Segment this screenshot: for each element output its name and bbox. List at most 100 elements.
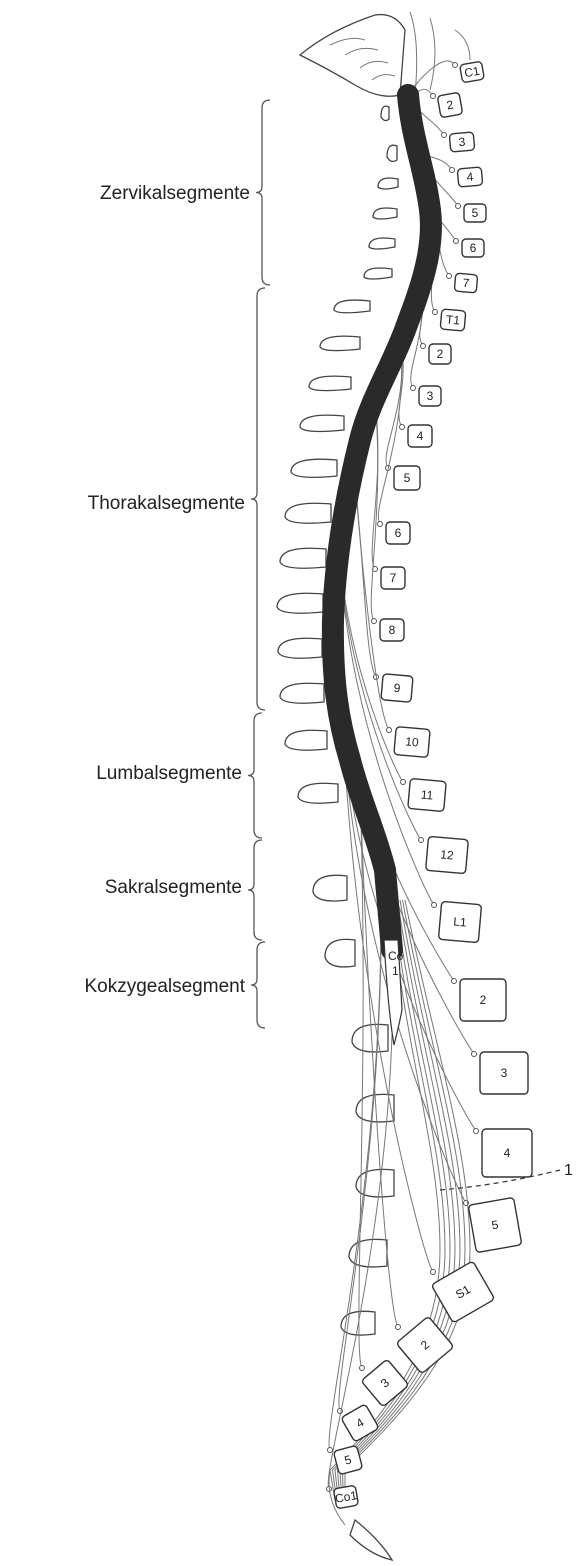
spinous-process <box>373 208 397 219</box>
spinous-process <box>280 683 324 703</box>
vertebra: 11 <box>408 778 446 811</box>
vertebra: C1 <box>460 61 485 83</box>
ganglion <box>372 619 377 624</box>
segment-tip-label-1: 1 <box>392 964 399 978</box>
spinous-process <box>356 1169 394 1197</box>
coccyx-tip <box>350 1520 392 1560</box>
spinous-process <box>277 593 323 613</box>
spinous-process <box>364 268 392 279</box>
ganglion <box>454 239 459 244</box>
vertebra: T1 <box>440 309 466 331</box>
vertebra: 3 <box>480 1052 528 1094</box>
vertebra-label: 12 <box>440 847 455 862</box>
region-label: Sakralsegmente <box>105 877 242 898</box>
vertebra-label: 6 <box>395 526 402 540</box>
vertebra: 5 <box>464 204 486 222</box>
vertebra-label: 2 <box>437 347 444 361</box>
vertebra: 10 <box>394 727 430 758</box>
vertebra-label: C1 <box>463 64 481 81</box>
region-bracket <box>256 100 270 285</box>
vertebra-label: 2 <box>480 993 487 1007</box>
vertebra: L1 <box>438 901 481 942</box>
region-brackets: ZervikalsegmenteThorakalsegmenteLumbalse… <box>84 100 270 1028</box>
segment-tip-label-co: Co <box>388 949 404 963</box>
ganglion <box>419 838 424 843</box>
vertebra-label: 5 <box>472 206 479 220</box>
vertebra: 2 <box>437 92 462 117</box>
region-bracket <box>248 713 262 838</box>
spinous-process <box>325 939 355 967</box>
vertebra-label: 11 <box>420 787 434 802</box>
spinous-process <box>320 336 360 350</box>
spinous-process <box>291 459 337 477</box>
vertebra-label: 3 <box>427 389 434 403</box>
vertebra: 4 <box>341 1404 379 1442</box>
vertebra-label: L1 <box>453 914 468 929</box>
vertebra: 5 <box>333 1445 362 1474</box>
region-bracket <box>248 840 262 940</box>
vertebra: 2 <box>460 979 506 1021</box>
vertebra: Co1 <box>333 1485 358 1509</box>
ganglion <box>387 728 392 733</box>
vertebra: 5 <box>394 466 420 490</box>
spinous-process <box>298 783 338 803</box>
spinous-process <box>285 503 331 523</box>
cauda-equina-fiber <box>330 900 440 1500</box>
ganglion <box>431 94 436 99</box>
ganglion <box>456 204 461 209</box>
vertebra: 9 <box>381 674 413 703</box>
spinous-process <box>285 730 327 750</box>
ganglion <box>450 168 455 173</box>
spinous-process <box>313 875 347 901</box>
vertebra: 7 <box>381 567 405 589</box>
spinous-process <box>278 638 322 658</box>
vertebra: 5 <box>468 1197 522 1252</box>
ganglion <box>433 310 438 315</box>
spinous-process <box>300 415 344 431</box>
spinous-process <box>378 178 398 189</box>
ganglion <box>431 1270 436 1275</box>
spinal-nerve <box>355 480 376 677</box>
ganglion <box>328 1448 333 1453</box>
ganglion <box>474 1129 479 1134</box>
skull-base <box>300 12 470 96</box>
spinous-process <box>387 145 397 161</box>
vertebra: 6 <box>386 522 410 544</box>
marker-label: 1 <box>564 1162 573 1179</box>
ganglion <box>452 979 457 984</box>
vertebra: 6 <box>462 239 484 257</box>
vertebra-label: 4 <box>417 429 424 443</box>
region-bracket <box>251 942 265 1028</box>
spinous-process <box>352 1024 388 1052</box>
ganglion <box>400 425 405 430</box>
spinous-process <box>334 300 370 313</box>
vertebra-label: 7 <box>390 571 397 585</box>
ganglion <box>421 344 426 349</box>
vertebra: 3 <box>419 386 441 406</box>
ganglion <box>396 1325 401 1330</box>
vertebra: 3 <box>449 132 474 152</box>
region-label: Lumbalsegmente <box>96 763 242 784</box>
ganglion <box>378 522 383 527</box>
vertebra: 4 <box>482 1129 532 1177</box>
vertebra-label: 8 <box>389 623 396 637</box>
spinous-process <box>369 238 395 249</box>
vertebra-label: 10 <box>405 734 420 749</box>
region-label: Zervikalsegmente <box>100 183 250 204</box>
ganglion <box>360 1366 365 1371</box>
ganglion <box>453 63 458 68</box>
vertebra-label: T1 <box>445 312 460 327</box>
vertebra-label: 4 <box>504 1146 511 1160</box>
vertebra: 3 <box>361 1359 409 1407</box>
region-bracket <box>251 288 265 710</box>
vertebra: 4 <box>408 425 432 447</box>
ganglion <box>411 386 416 391</box>
vertebra: 2 <box>429 344 451 364</box>
vertebra-label: 5 <box>404 471 411 485</box>
vertebra: 2 <box>396 1316 454 1374</box>
vertebra-label: 3 <box>501 1066 508 1080</box>
region-label: Kokzygealsegment <box>84 976 245 997</box>
ganglion <box>401 780 406 785</box>
vertebra: 8 <box>380 619 404 641</box>
